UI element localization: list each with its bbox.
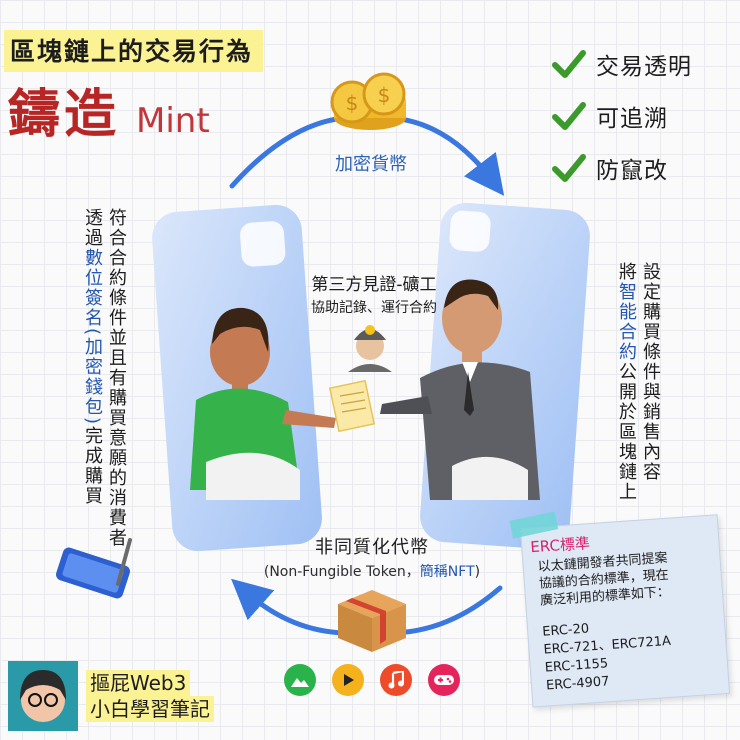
media-icon-row bbox=[284, 664, 460, 696]
buyer-desc-line2: 透過數位簽名(加密錢包)完成購買 bbox=[80, 208, 104, 506]
buyer-woman bbox=[190, 307, 336, 500]
checkmark-icon bbox=[552, 102, 586, 130]
mint-zh-label: 鑄造 bbox=[8, 84, 121, 145]
property-label: 可追溯 bbox=[596, 106, 668, 132]
svg-text:$: $ bbox=[346, 91, 359, 115]
author-text: 摳屁Web3 小白學習筆記 bbox=[86, 670, 214, 722]
nft-sub-suffix: ) bbox=[474, 564, 481, 580]
buyer-line2-post: 完成購買 bbox=[82, 426, 103, 507]
document-icon bbox=[328, 379, 376, 433]
miner-icon bbox=[348, 325, 392, 372]
witness-title: 第三方見證-礦工 bbox=[311, 275, 437, 295]
gamepad-icon[interactable] bbox=[428, 664, 460, 696]
nft-title: 非同質化代幣 bbox=[315, 537, 429, 558]
crypto-label: 加密貨幣 bbox=[335, 154, 407, 175]
svg-text:$: $ bbox=[378, 83, 391, 107]
seller-line2-post: 公開於區塊鏈上 bbox=[616, 362, 637, 502]
buyer-desc-line1: 符合合約條件並且有購買意願的消費者 bbox=[106, 208, 127, 548]
seller-desc-line2: 將智能合約公開於區塊鏈上 bbox=[614, 262, 638, 502]
property-list: 交易透明 可追溯 防竄改 bbox=[552, 38, 692, 194]
nft-label-block: 非同質化代幣 (Non-Fungible Token，簡稱NFT) bbox=[232, 533, 512, 581]
property-item: 可追溯 bbox=[552, 90, 692, 142]
witness-desc: 協助記錄、運行合約 bbox=[311, 300, 437, 316]
wallet-phone-icon bbox=[56, 538, 132, 599]
author-note: 小白學習筆記 bbox=[86, 696, 214, 722]
erc-note-card: ERC標準 以太鏈開發者共同提案 協議的合約標準，現在 廣泛利用的標準如下： E… bbox=[509, 511, 731, 708]
author-name: 摳屁Web3 bbox=[86, 670, 191, 696]
mint-en-label: Mint bbox=[136, 101, 210, 141]
property-item: 交易透明 bbox=[552, 38, 692, 90]
witness-block: 第三方見證-礦工 協助記錄、運行合約 bbox=[294, 270, 454, 317]
property-item: 防竄改 bbox=[552, 142, 692, 194]
avatar-spacer bbox=[8, 661, 78, 731]
nft-subtitle: (Non-Fungible Token，簡稱NFT) bbox=[232, 561, 512, 581]
erc-standard-list: ERC-20 ERC-721、ERC721A ERC-1155 ERC-4907 bbox=[542, 611, 729, 696]
erc-description: 以太鏈開發者共同提案 協議的合約標準，現在 廣泛利用的標準如下： bbox=[537, 546, 722, 610]
mint-heading: 鑄造 Mint bbox=[8, 72, 210, 147]
property-label: 防竄改 bbox=[596, 158, 668, 184]
checkmark-icon bbox=[552, 154, 586, 182]
author-block: 摳屁Web3 小白學習筆記 bbox=[8, 661, 214, 731]
music-icon[interactable] bbox=[380, 664, 412, 696]
nft-sub-prefix: (Non-Fungible Token， bbox=[263, 564, 420, 580]
seller-line2-pre: 將 bbox=[616, 262, 637, 282]
buyer-line2-pre: 透過 bbox=[82, 208, 103, 248]
box-icon bbox=[338, 590, 406, 652]
buyer-line2-highlight: 數位簽名(加密錢包) bbox=[82, 248, 103, 427]
seller-man bbox=[380, 279, 540, 500]
image-icon[interactable] bbox=[284, 664, 316, 696]
coins-icon: $ $ bbox=[330, 72, 406, 130]
checkmark-icon bbox=[552, 50, 586, 78]
play-icon[interactable] bbox=[332, 664, 364, 696]
property-label: 交易透明 bbox=[596, 54, 692, 80]
nft-sub-highlight: 簡稱NFT bbox=[419, 564, 475, 580]
page-title: 區塊鏈上的交易行為 bbox=[4, 30, 264, 72]
seller-line2-highlight: 智能合約 bbox=[616, 282, 637, 362]
seller-desc-line1: 設定購買條件與銷售內容 bbox=[640, 262, 661, 482]
avatar bbox=[8, 661, 78, 731]
